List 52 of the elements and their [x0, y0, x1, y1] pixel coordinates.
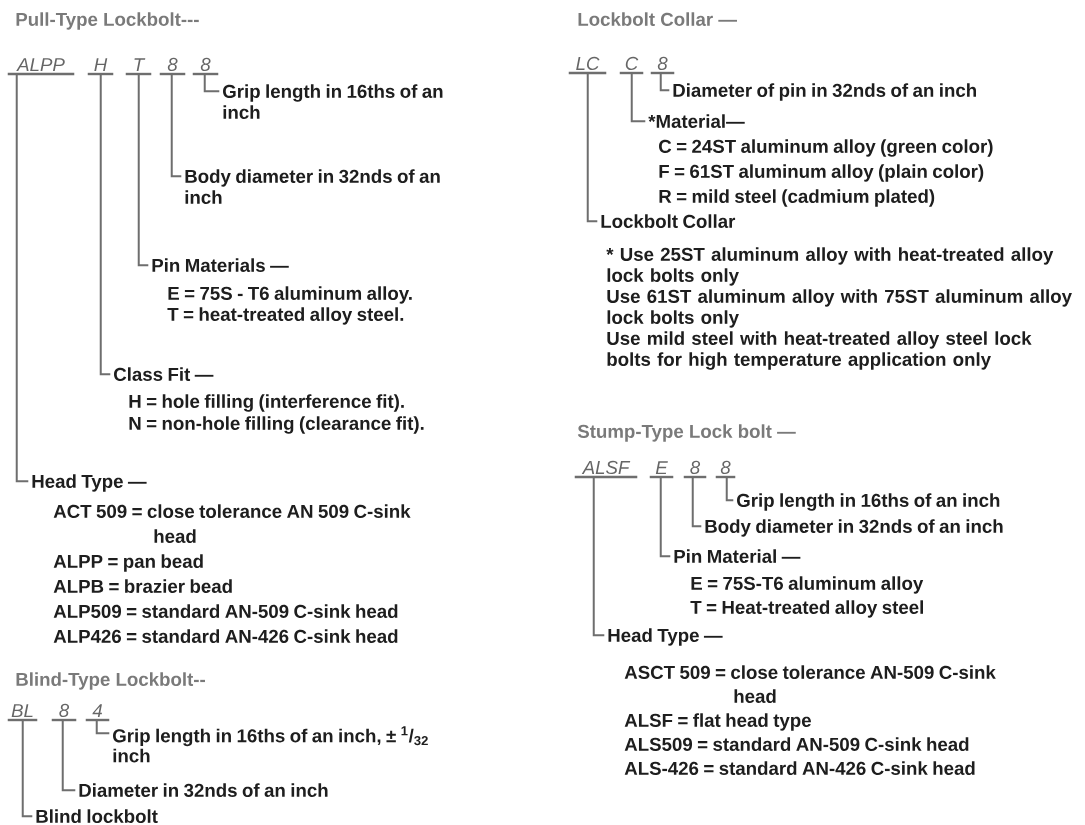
description-text: Head Type — ACT 509 = close tolerance AN 509 C-sink head ALPP = pan bead ALPB = brazier bead ALP509 = standard AN-509 C-sink head ALP426 = standard AN-426 C-sink head — [32, 474, 411, 643]
leader-line — [95, 719, 111, 735]
leader-line — [203, 73, 221, 93]
leader-line — [137, 73, 150, 267]
leader-line — [630, 72, 647, 123]
code-segment: E — [649, 461, 674, 479]
code-segment: LC — [568, 56, 607, 75]
description-text: Body diameter in 32nds of an inch — [185, 169, 440, 204]
note-text: Use mild steel with heat-treated alloy steel lock bolts for high temperature application only — [607, 331, 1032, 370]
leader-line — [99, 73, 112, 376]
code-segment: T — [125, 58, 152, 76]
section-title: Lockbolt Collar — — [578, 12, 737, 26]
leader-line — [21, 719, 34, 818]
description-text: Pin Materials — E = 75S - T6 aluminum alloy. T = heat-treated alloy steel. — [152, 258, 412, 325]
code-segment: 8 — [715, 460, 736, 479]
description-text: Head Type — ASCT 509 = close tolerance AN-509 C-sink head ALSF = flat head type ALS509 = standard AN-509 C-sink head ALS-426 = standard AN-426 C-sink head — [608, 628, 996, 775]
leader-line — [725, 476, 735, 502]
code-segment: BL — [7, 704, 38, 722]
note-text: * Use 25ST aluminum alloy with heat-treated alloy lock bolts only — [606, 247, 1054, 286]
leader-line — [659, 476, 672, 558]
leader-line — [170, 73, 183, 178]
section-title: Pull-Type Lockbolt--- — [16, 12, 199, 30]
leader-line — [659, 72, 671, 92]
section-title: Blind-Type Lockbolt-- — [16, 672, 205, 690]
leader-line — [61, 719, 77, 792]
description-text: Lockbolt Collar — [601, 214, 736, 228]
description-text: Grip length in 16ths of an inch — [223, 84, 443, 119]
code-segment: 4 — [85, 704, 110, 722]
description-text: Blind lockbolt — [36, 809, 158, 823]
leader-line — [15, 73, 30, 483]
leader-line — [586, 72, 599, 223]
code-segment: 8 — [683, 460, 707, 479]
code-segment: H — [87, 58, 114, 76]
leader-line — [691, 476, 703, 528]
code-segment: 8 — [650, 56, 675, 75]
code-segment: 8 — [51, 703, 77, 722]
section-title: Stump-Type Lock bolt — — [577, 424, 796, 442]
description-text: Diameter in 32nds of an inch — [79, 783, 328, 797]
description-text: Diameter of pin in 32nds of an inch — [673, 83, 976, 101]
code-segment: ALPP — [7, 58, 75, 76]
code-segment: ALSF — [574, 460, 638, 479]
description-text: Body diameter in 32nds of an inch — [705, 519, 1003, 537]
code-segment: C — [619, 56, 644, 75]
description-text: Grip length in 16ths of an inch — [737, 493, 1000, 511]
description-text: Pin Material — E = 75S-T6 aluminum alloy T = Heat-treated alloy steel — [674, 549, 924, 618]
code-segment: 8 — [159, 57, 186, 76]
description-text: Grip length in 16ths of an inch, ± $^{1}$/$_{32}$ inch — [113, 726, 428, 763]
code-segment: 8 — [192, 57, 219, 76]
description-text: Class Fit — H = hole filling (interference fit). N = non-hole filling (clearance fit). — [114, 367, 424, 434]
description-text: *Material— C = 24ST aluminum alloy (green color) F = 61ST aluminum alloy (plain color) R = mild steel (cadmium plated) — [648, 114, 993, 207]
leader-line — [592, 476, 606, 637]
note-text: Use 61ST aluminum alloy with 75ST aluminum alloy lock bolts only — [607, 289, 1072, 328]
